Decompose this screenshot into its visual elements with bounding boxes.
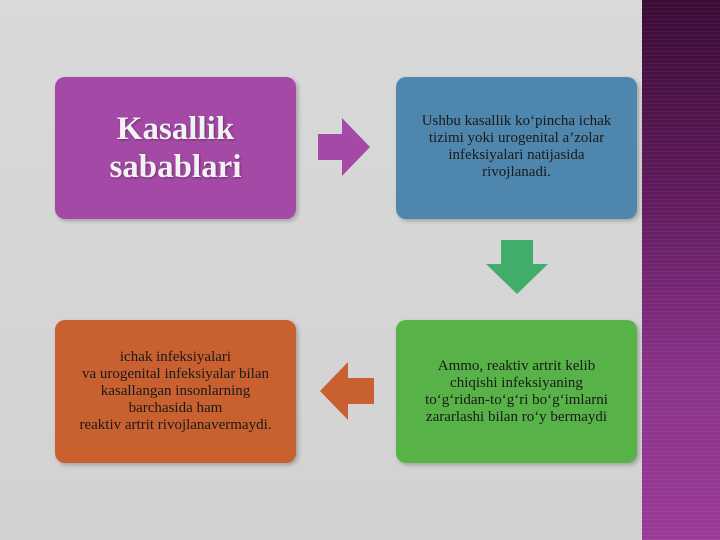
clarification-box: Ammo, reaktiv artrit kelib chiqishi infe… [396,320,637,463]
decorative-side-band [642,0,720,540]
arrow-right-icon [318,118,370,176]
clarification-text: Ammo, reaktiv artrit kelib chiqishi infe… [425,357,608,425]
cause-box: Ushbu kasallik ko‘pincha ichak tizimi yo… [396,77,637,219]
title-line-1: Kasallik [116,111,235,147]
conclusion-box: ichak infeksiyalari va urogenital infeks… [55,320,296,463]
title-line-2: sabablari [109,149,242,185]
cause-text: Ushbu kasallik ko‘pincha ichak tizimi yo… [421,113,612,180]
arrow-down-icon [486,240,548,294]
title-box: Kasallik sabablari [55,77,296,219]
slide-title: Kasallik sabablari [109,110,241,186]
slide: Kasallik sabablari Ushbu kasallik ko‘pin… [0,0,642,540]
conclusion-text: ichak infeksiyalari va urogenital infeks… [79,349,272,433]
arrow-left-icon [320,362,374,420]
